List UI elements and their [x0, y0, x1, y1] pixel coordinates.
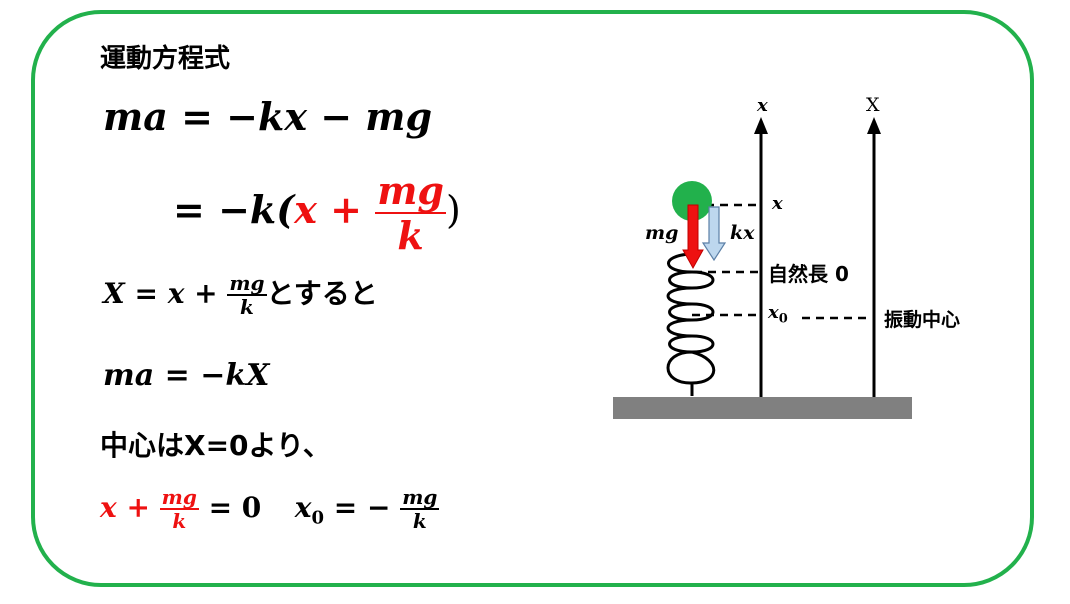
eq4-equals: =	[164, 358, 190, 393]
equation-1: ma = −kx − mg	[103, 94, 432, 139]
eq2-numerator: mg	[375, 168, 446, 214]
eq1-rhs: −kx − mg	[226, 94, 433, 139]
eq6-x: x	[100, 491, 117, 524]
eq6-x0: x0	[294, 491, 325, 529]
eq6-plus: +	[126, 491, 150, 524]
mg-arrow	[682, 204, 704, 270]
spring	[666, 252, 716, 396]
heading: 運動方程式	[100, 44, 231, 74]
eq2-pre: −k(	[218, 187, 295, 233]
eq2-close: )	[445, 188, 461, 233]
eq1-equals: =	[181, 94, 213, 139]
axis-x-arrowhead	[754, 117, 768, 134]
eq6-equals-zero: = 0	[208, 491, 262, 524]
eq6-equals: =	[333, 491, 358, 524]
eq2-denominator: k	[397, 212, 424, 258]
axis-X-label: X	[866, 94, 880, 116]
eq2-fraction: mg k	[375, 170, 446, 257]
eq2-plus: +	[330, 187, 362, 233]
kx-label: kx	[730, 222, 755, 244]
level-x-label: x	[772, 193, 783, 214]
eq3-equals: =	[134, 277, 158, 310]
equation-6: x + mg k = 0 x0 = − mg k	[100, 485, 440, 533]
eq4-rhs: −kX	[200, 358, 270, 393]
x0-label: x0	[768, 302, 788, 327]
eq6-denominator-2: k	[412, 509, 427, 533]
equation-3: X = x + mg k とすると	[103, 272, 378, 319]
eq5-text: 中心はX=0より、	[100, 429, 331, 462]
eq3-suffix: とすると	[266, 277, 378, 310]
mass-ball	[672, 181, 712, 221]
eq3-x: x	[167, 277, 185, 310]
eq3-X: X	[103, 277, 125, 310]
vibration-center-label: 振動中心	[884, 309, 961, 331]
axis-x-label: x	[757, 95, 768, 116]
eq1-lhs: ma	[103, 94, 168, 139]
eq3-plus: +	[194, 277, 218, 310]
eq2-equals: =	[173, 187, 205, 233]
equation-4: ma = −kX	[103, 358, 269, 393]
eq6-fraction: mg k	[159, 485, 199, 533]
natural-length-label: 自然長 0	[768, 262, 849, 286]
eq2-x: x	[294, 187, 317, 233]
ground	[613, 397, 912, 419]
eq6-numerator-2: mg	[400, 485, 440, 510]
axis-X-arrowhead	[867, 117, 881, 134]
eq3-fraction: mg k	[227, 271, 267, 319]
equation-2: = −k(x + mg k )	[173, 170, 461, 257]
kx-arrow	[701, 206, 727, 262]
eq3-denominator: k	[240, 295, 254, 319]
eq6-minus: −	[366, 491, 391, 524]
eq4-lhs: ma	[103, 358, 155, 393]
eq6-numerator: mg	[159, 485, 199, 510]
eq6-fraction-2: mg k	[400, 485, 440, 533]
mg-label: mg	[645, 222, 679, 244]
equation-5: 中心はX=0より、	[100, 424, 331, 464]
rounded-frame	[31, 10, 1034, 587]
eq3-numerator: mg	[227, 271, 267, 296]
eq6-denominator: k	[172, 509, 187, 533]
